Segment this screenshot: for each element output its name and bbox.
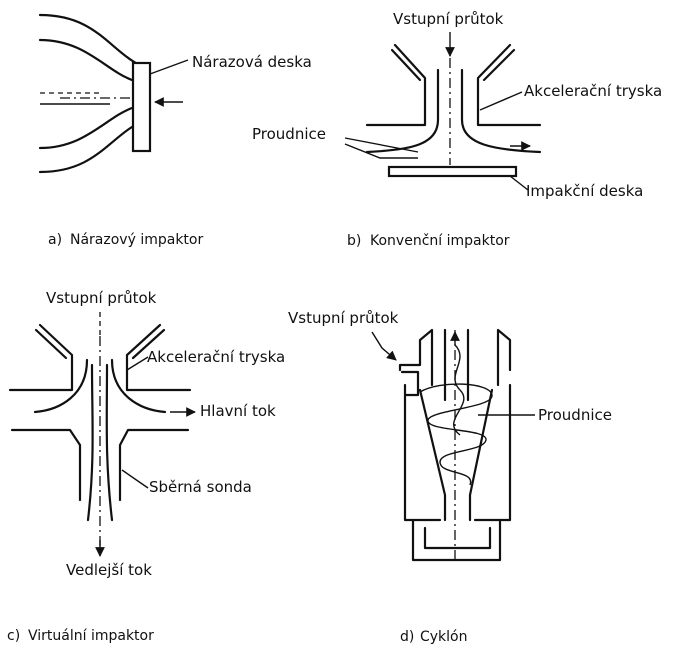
caption-letter-c: c) bbox=[7, 628, 20, 644]
caption-a: Nárazový impaktor bbox=[70, 232, 203, 248]
impaction-plate bbox=[389, 167, 516, 176]
major-flow-label: Hlavní tok bbox=[200, 402, 276, 420]
inflow-label: Vstupní průtok bbox=[393, 10, 504, 28]
streamlines-label: Proudnice bbox=[252, 125, 326, 143]
streamlines-label-d: Proudnice bbox=[538, 406, 612, 424]
caption-b: Konvenční impaktor bbox=[370, 233, 510, 249]
caption-letter-d: d) bbox=[400, 629, 414, 645]
nozzle-label-c: Akcelerační tryska bbox=[147, 348, 285, 366]
caption-c: Virtuální impaktor bbox=[28, 628, 154, 644]
nozzle-label: Akcelerační tryska bbox=[524, 82, 662, 100]
impingement-plate bbox=[133, 63, 150, 151]
inflow-label-c: Vstupní průtok bbox=[46, 289, 157, 307]
leader-line bbox=[150, 60, 188, 74]
caption-letter-a: a) bbox=[48, 232, 62, 248]
plate-label: Nárazová deska bbox=[192, 53, 312, 71]
caption-letter-b: b) bbox=[347, 233, 361, 249]
probe-label: Sběrná sonda bbox=[149, 478, 252, 496]
minor-flow-label: Vedlejší tok bbox=[66, 561, 152, 579]
caption-d: Cyklón bbox=[420, 629, 468, 645]
panel-b-conventional-impactor: Vstupní průtok Akcelerační tryska Proudn… bbox=[252, 10, 662, 249]
panel-d-cyclone: Vstupní průtok Proudnice d) Cyklón bbox=[288, 309, 612, 645]
inflow-label-d: Vstupní průtok bbox=[288, 309, 399, 327]
panel-c-virtual-impactor: Vstupní průtok Akcelerační tryska Hlavní… bbox=[7, 289, 285, 644]
plate-label-b: Impakční deska bbox=[526, 182, 643, 200]
